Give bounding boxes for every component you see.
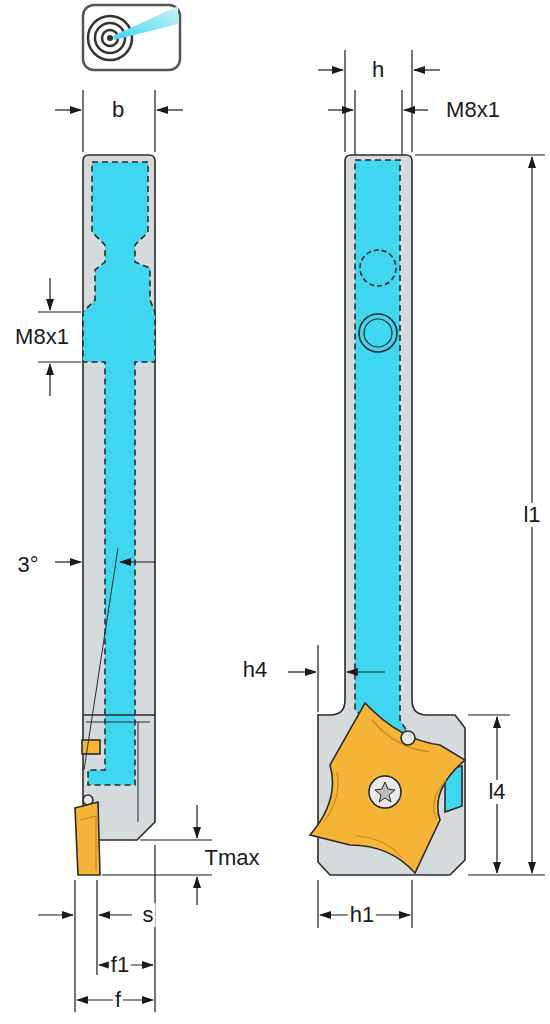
dimension-label: f1 <box>109 953 131 977</box>
dimension-label: f <box>113 988 123 1012</box>
dimension-label: s <box>141 903 156 927</box>
coolant-icon <box>83 5 180 70</box>
front-view <box>310 155 465 875</box>
dimension-lines <box>38 50 545 1012</box>
dimension-label: h1 <box>348 903 376 927</box>
dimension-label: Tmax <box>203 846 262 870</box>
dimension-label: h <box>370 58 386 82</box>
dimension-label: h4 <box>241 658 269 682</box>
dimension-label: M8x1 <box>444 98 502 122</box>
dimension-label: l4 <box>486 780 507 804</box>
dimension-label: 3° <box>15 553 40 577</box>
dimension-label: b <box>110 98 126 122</box>
dimension-label: M8x1 <box>13 325 71 349</box>
side-view <box>75 155 155 875</box>
dimension-label: l1 <box>521 503 542 527</box>
